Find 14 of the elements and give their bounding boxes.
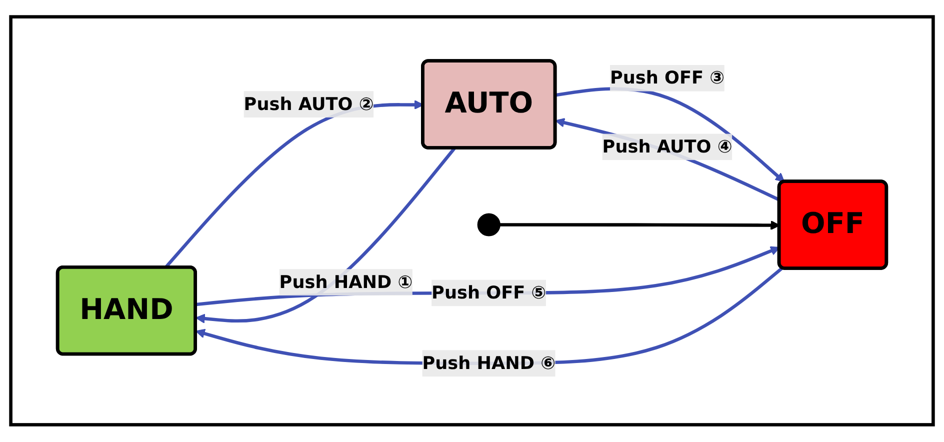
edge-label: Push OFF ⑤ — [432, 282, 546, 304]
arrow — [195, 147, 456, 324]
arrow — [500, 220, 780, 230]
edge-label: Push HAND ⑥ — [422, 352, 556, 374]
edge-label: Push AUTO ② — [244, 94, 374, 114]
edge-label: Push HAND ① — [279, 272, 413, 292]
edge-label: Push AUTO ④ — [602, 136, 732, 158]
cluster — [9, 15, 935, 427]
arrow — [196, 246, 780, 306]
node-circle — [477, 213, 500, 237]
arrow — [195, 266, 784, 366]
arrow — [555, 118, 780, 202]
arrow — [555, 87, 785, 183]
edge-label: Push OFF ③ — [610, 67, 725, 88]
